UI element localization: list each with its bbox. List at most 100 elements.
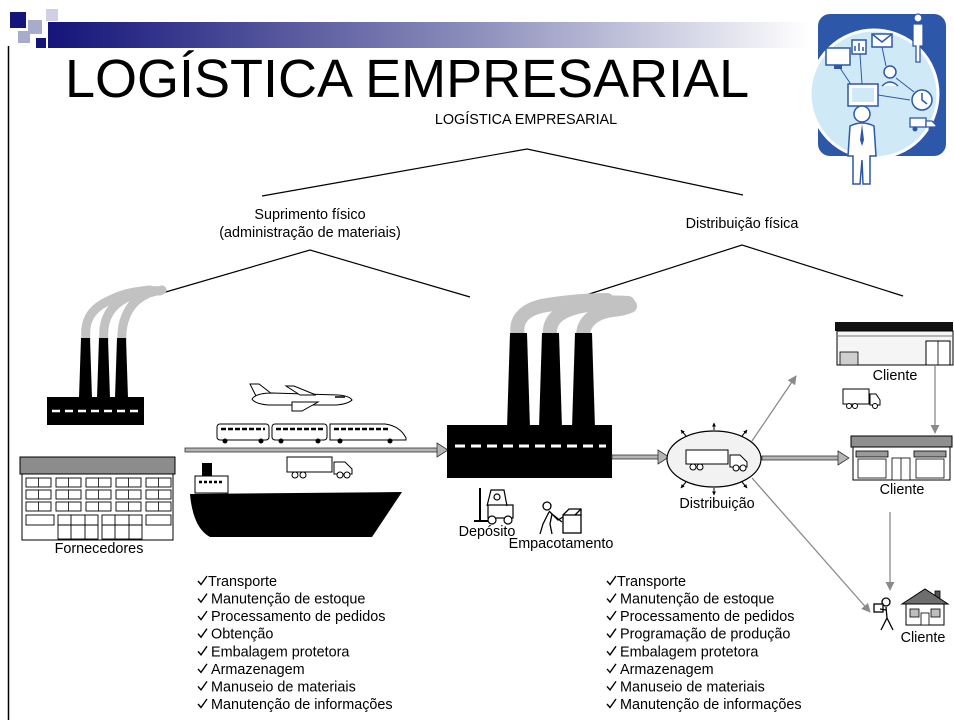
smokestack bbox=[572, 333, 595, 428]
list-item: Processamento de pedidos bbox=[606, 609, 794, 625]
list-item-label: Obtenção bbox=[211, 627, 273, 643]
slide-header-decoration bbox=[7, 9, 810, 720]
warehouse-roof bbox=[835, 322, 953, 331]
monitor-icon bbox=[825, 47, 851, 69]
distribution-label: Distribuição bbox=[679, 496, 754, 512]
envelope-icon bbox=[871, 33, 893, 48]
warehouse-icon bbox=[835, 322, 954, 366]
checkmark-icon bbox=[197, 628, 208, 638]
factory-icon bbox=[447, 293, 637, 478]
list-item: Programação de produção bbox=[606, 627, 790, 643]
list-item: Manuseio de materiais bbox=[197, 679, 356, 695]
list-item: Manutenção de estoque bbox=[197, 592, 365, 608]
house-icon bbox=[900, 588, 950, 626]
ship-deckhouse bbox=[194, 475, 229, 494]
header-square bbox=[36, 38, 46, 48]
checkmark-icon bbox=[606, 610, 617, 621]
checkmark-icon bbox=[606, 663, 617, 674]
smokestack bbox=[97, 338, 110, 398]
delivery-route-arrows bbox=[751, 366, 940, 613]
ship-hull bbox=[190, 492, 402, 537]
list-item: Obtenção bbox=[197, 627, 273, 643]
list-item: Manuseio de materiais bbox=[606, 679, 765, 695]
ship-funnel bbox=[202, 463, 212, 476]
smokestack bbox=[507, 333, 530, 428]
list-item-label: Transporte bbox=[617, 574, 686, 590]
train-locomotive bbox=[329, 423, 407, 441]
train-car bbox=[271, 423, 328, 441]
distribution-activities-list: Transporte Manutenção de estoque Process… bbox=[606, 574, 802, 713]
house-door bbox=[920, 612, 930, 626]
packing-worker-icon bbox=[539, 501, 582, 535]
list-item: Transporte bbox=[197, 574, 277, 590]
checkmark-icon bbox=[606, 575, 617, 586]
standing-person-icon bbox=[912, 13, 924, 63]
list-item: Embalagem protetora bbox=[197, 644, 349, 660]
checkmark-icon bbox=[606, 698, 617, 709]
list-item: Manutenção de estoque bbox=[606, 592, 774, 608]
house-window bbox=[909, 608, 920, 618]
supply-branch-subtitle: (administração de materiais) bbox=[219, 225, 401, 241]
client-warehouse-label: Cliente bbox=[873, 368, 918, 384]
checkmark-icon bbox=[606, 592, 617, 603]
delivery-person-icon bbox=[873, 597, 894, 631]
list-item-label: Manuseio de materiais bbox=[211, 679, 356, 695]
airplane-icon bbox=[249, 383, 353, 412]
checkmark-icon bbox=[197, 680, 208, 691]
building-roof bbox=[19, 456, 176, 475]
distribution-branch-line bbox=[582, 244, 904, 297]
distribution-to-store-arrow bbox=[761, 450, 850, 466]
businessman-icon bbox=[847, 105, 877, 185]
list-item-label: Manutenção de informações bbox=[620, 697, 802, 713]
truck-trailer bbox=[286, 456, 333, 473]
list-item: Armazenagem bbox=[197, 662, 305, 678]
network-lines bbox=[837, 46, 915, 101]
list-item-label: Manutenção de informações bbox=[211, 697, 393, 713]
distribution-hub bbox=[666, 422, 762, 496]
clock-icon bbox=[911, 89, 933, 111]
forklift-icon bbox=[474, 488, 514, 525]
supply-activities-list: Transporte Manutenção de estoque Process… bbox=[197, 574, 393, 713]
list-item: Armazenagem bbox=[606, 662, 714, 678]
store-window bbox=[915, 458, 945, 479]
list-item-label: Embalagem protetora bbox=[620, 644, 758, 660]
list-item-label: Transporte bbox=[208, 574, 277, 590]
radiating-arrows bbox=[680, 422, 748, 496]
client-home-label: Cliente bbox=[901, 630, 946, 646]
checkmark-icon bbox=[197, 663, 208, 674]
checkmark-icon bbox=[197, 610, 208, 621]
header-gradient-bar bbox=[48, 22, 810, 48]
checkmark-icon bbox=[197, 575, 208, 586]
list-item-label: Programação de produção bbox=[620, 627, 790, 643]
headset-person-icon bbox=[881, 65, 899, 87]
factory-smoke bbox=[510, 293, 637, 343]
supplier-window-grid bbox=[25, 477, 172, 512]
client-store-label: Cliente bbox=[880, 482, 925, 498]
supply-branch-title: Suprimento físico bbox=[254, 207, 365, 223]
list-item: Transporte bbox=[606, 574, 686, 590]
distribution-branch-title: Distribuição física bbox=[686, 216, 799, 232]
checkmark-icon bbox=[197, 698, 208, 709]
list-item-label: Processamento de pedidos bbox=[211, 609, 385, 625]
smokestack bbox=[539, 333, 562, 428]
truck-cab bbox=[333, 461, 353, 475]
header-square bbox=[28, 20, 42, 34]
store-icon bbox=[850, 435, 953, 481]
checkmark-icon bbox=[606, 680, 617, 691]
factory-icon bbox=[47, 285, 167, 425]
checkmark-icon bbox=[197, 592, 208, 603]
truck-icon bbox=[842, 388, 881, 409]
slide-title: LOGÍSTICA EMPRESARIAL bbox=[65, 49, 749, 109]
suppliers-label: Fornecedores bbox=[55, 541, 144, 557]
carried-box bbox=[873, 603, 884, 613]
header-square bbox=[10, 12, 26, 28]
supply-branch-line bbox=[151, 249, 471, 298]
store-roof bbox=[850, 435, 953, 448]
store-window bbox=[857, 458, 887, 479]
list-item-label: Manuseio de materiais bbox=[620, 679, 765, 695]
factory-smoke bbox=[81, 285, 167, 345]
train-car bbox=[216, 423, 270, 441]
arrow-to-client-warehouse bbox=[751, 375, 797, 442]
